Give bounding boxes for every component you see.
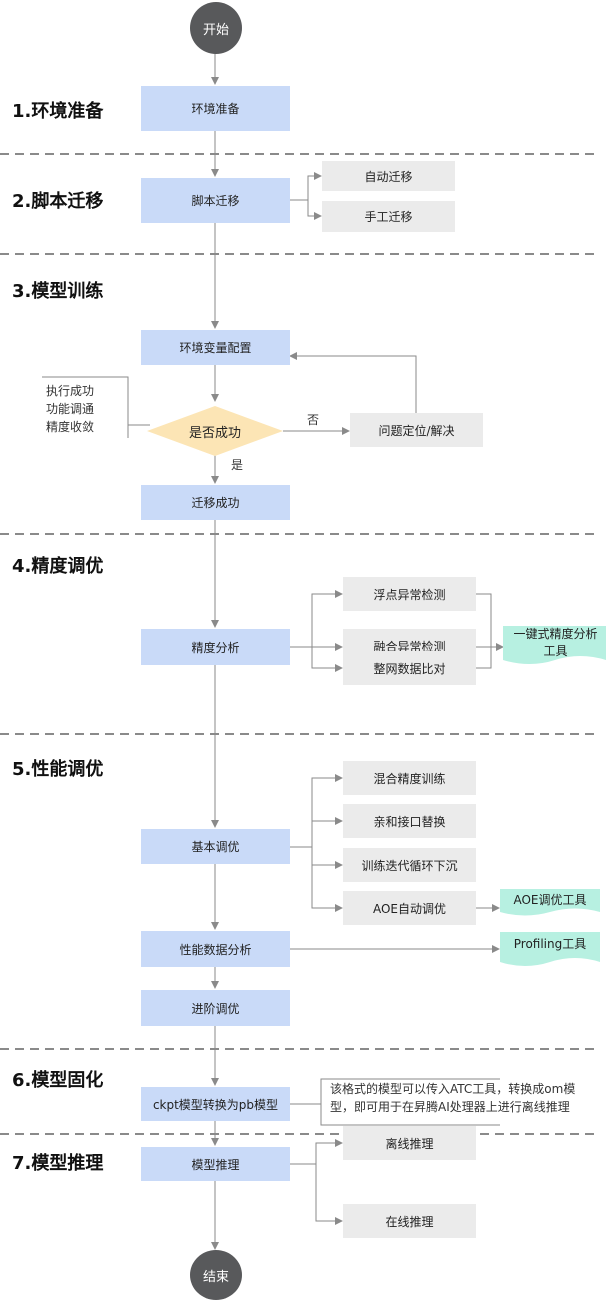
- decision-label: 是否成功: [188, 425, 241, 441]
- loop-sink-box: 训练迭代循环下沉: [343, 848, 476, 882]
- aoe-tool-label: AOE调优工具: [513, 893, 587, 907]
- stage-title-3: 3.模型训练: [12, 281, 104, 302]
- float-anomaly-box: 浮点异常检测: [343, 577, 476, 611]
- aoe-tool-shape: [500, 889, 600, 916]
- decision-diamond: [147, 406, 283, 456]
- basic-tuning-box: 基本调优: [141, 829, 290, 864]
- stage-title-5: 5.性能调优: [12, 759, 104, 780]
- script-migration-box: 脚本迁移: [141, 178, 290, 223]
- success-note-line-2: 功能调通: [46, 402, 95, 416]
- offline-inference-box: 离线推理: [343, 1126, 476, 1160]
- success-note-line-3: 精度收敛: [46, 420, 95, 434]
- accuracy-tool-shape: [503, 626, 606, 664]
- stage-title-7: 7.模型推理: [12, 1153, 104, 1174]
- accuracy-tool-text: 一键式精度分析工具: [513, 627, 598, 658]
- stage-title-1: 1.环境准备: [12, 101, 104, 122]
- success-note: 执行成功 功能调通 精度收敛: [46, 382, 94, 436]
- problem-locate-box: 问题定位/解决: [350, 413, 483, 447]
- mixed-precision-box: 混合精度训练: [343, 761, 476, 795]
- accuracy-tool-label: 一键式精度分析工具: [505, 626, 606, 660]
- section-separators: [0, 153, 598, 1135]
- pb-note: 该格式的模型可以传入ATC工具，转换成om模 型，即可用于在昇腾AI处理器上进行…: [330, 1080, 575, 1116]
- perf-analysis-box: 性能数据分析: [141, 931, 290, 967]
- end-terminal: 结束: [190, 1250, 242, 1300]
- online-inference-box: 在线推理: [343, 1204, 476, 1238]
- stage-title-2: 2.脚本迁移: [12, 191, 104, 212]
- profiling-tool-shape: [500, 932, 600, 966]
- no-label: 否: [307, 413, 320, 427]
- yes-label: 是: [231, 458, 244, 472]
- whole-net-compare-box: 整网数据比对: [343, 651, 476, 685]
- pb-note-line-2: 型，即可用于在昇腾AI处理器上进行离线推理: [330, 1100, 570, 1114]
- profiling-tool-label: Profiling工具: [513, 936, 587, 951]
- env-var-config-box: 环境变量配置: [141, 330, 290, 365]
- success-note-line-1: 执行成功: [46, 384, 95, 398]
- stage-title-6: 6.模型固化: [12, 1070, 104, 1091]
- start-terminal: 开始: [190, 2, 242, 54]
- aoe-auto-box: AOE自动调优: [343, 891, 476, 925]
- ckpt-to-pb-box: ckpt模型转换为pb模型: [141, 1087, 290, 1121]
- accuracy-analysis-box: 精度分析: [141, 629, 290, 665]
- auto-migration-box: 自动迁移: [322, 161, 455, 191]
- migration-success-box: 迁移成功: [141, 485, 290, 520]
- manual-migration-box: 手工迁移: [322, 201, 455, 232]
- env-prepare-box: 环境准备: [141, 86, 290, 131]
- stage-title-4: 4.精度调优: [12, 556, 104, 577]
- pb-note-line-1: 该格式的模型可以传入ATC工具，转换成om模: [330, 1082, 576, 1096]
- affinity-api-box: 亲和接口替换: [343, 804, 476, 838]
- advanced-tuning-box: 进阶调优: [141, 990, 290, 1026]
- model-inference-box: 模型推理: [141, 1147, 290, 1181]
